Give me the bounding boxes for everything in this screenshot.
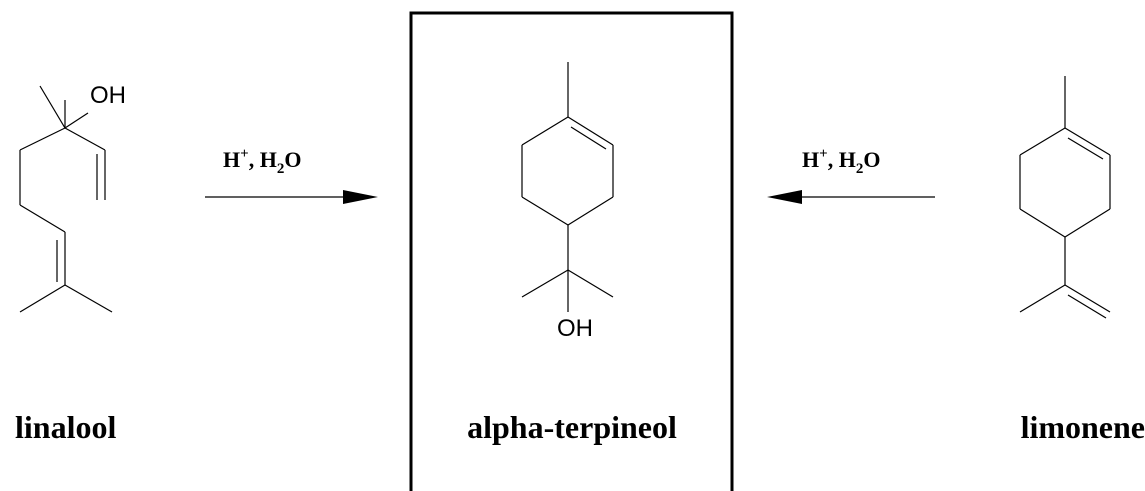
bond [1019,208,1066,238]
reagent-charge: + [819,146,828,162]
svg-text:H+, H2O: H+, H2O [802,146,880,177]
reaction-arrow-left [767,190,935,204]
reagent-sep: , H [828,147,856,172]
reaction-conditions-left: H+, H2O [223,146,301,177]
bond [521,269,569,298]
double-bond-inner [570,126,607,150]
bond [64,112,89,129]
bond [521,196,569,226]
limonene-name: limonene [1021,409,1145,445]
bond [1019,284,1066,313]
bond [567,196,614,226]
reagent-h: H [802,147,819,172]
alpha-terpineol-structure: OH [521,62,614,342]
bond [19,127,66,151]
reagent-charge: + [240,146,249,162]
bond [1064,208,1111,238]
reaction-arrow-right [205,190,378,204]
bond [39,85,66,129]
svg-text:H+, H2O: H+, H2O [223,146,301,177]
arrowhead-left [767,190,802,204]
reagent-h: H [223,147,240,172]
hydroxyl-label: OH [90,82,126,109]
reagent-subscript: 2 [856,161,864,177]
bond [64,127,106,151]
reagent-subscript: 2 [277,161,285,177]
bond [567,269,614,298]
reagent-o: O [863,147,880,172]
bond [567,116,614,146]
bond [64,284,113,313]
double-bond-inner [1067,294,1107,319]
reagent-sep: , H [249,147,277,172]
bond [1019,127,1066,156]
alpha-terpineol-name: alpha-terpineol [467,409,677,445]
bond [1064,284,1111,313]
arrowhead-right [343,190,378,204]
reaction-conditions-right: H+, H2O [802,146,880,177]
bond [521,116,569,146]
bond [1064,127,1111,156]
reagent-o: O [284,147,301,172]
hydroxyl-label: OH [557,315,593,342]
linalool-structure: OH [19,82,126,313]
limonene-structure [1019,76,1111,319]
double-bond-inner [1067,137,1104,160]
linalool-name: linalool [15,409,116,445]
bond [19,204,66,233]
bond [19,284,66,313]
product-highlight-box [409,11,734,491]
